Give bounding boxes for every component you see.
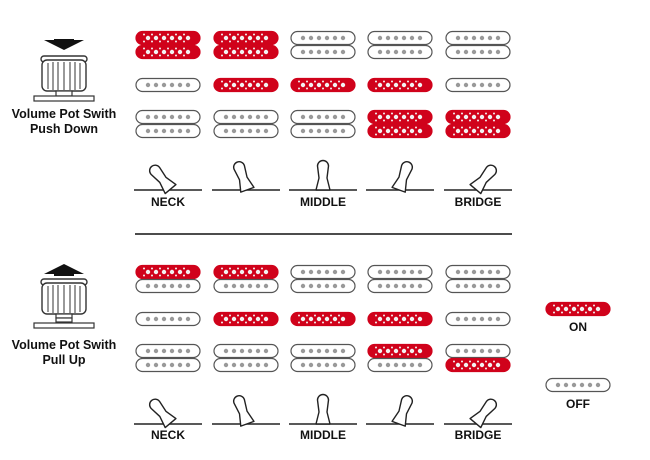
pickup-selector-icon xyxy=(366,161,434,193)
pickup-selector-icon xyxy=(444,398,512,429)
arrow-down-stem xyxy=(54,39,74,43)
bridge-pickup-coil xyxy=(445,123,511,139)
neck-pickup-coil xyxy=(445,264,511,280)
bridge-pickup-coil xyxy=(290,343,356,359)
knob-caption-line2: Pull Up xyxy=(42,353,85,367)
bridge-pickup-coil xyxy=(135,123,201,139)
neck-pickup-coil xyxy=(213,278,279,294)
neck-pickup-coil xyxy=(445,30,511,46)
neck-pickup-coil xyxy=(290,44,356,60)
legend-on-label: ON xyxy=(569,320,587,334)
bridge-pickup-coil xyxy=(445,357,511,373)
bridge-pickup-coil xyxy=(367,123,433,139)
neck-pickup-coil xyxy=(290,264,356,280)
middle-pickup-coil xyxy=(445,311,511,327)
pickup-grid xyxy=(135,264,511,373)
arrow-up-stem xyxy=(54,272,74,276)
neck-pickup-coil xyxy=(135,30,201,46)
pickup-grid xyxy=(135,30,511,139)
middle-pickup-coil xyxy=(290,77,356,93)
middle-pickup-coil xyxy=(445,77,511,93)
switch-position-1 xyxy=(135,264,201,373)
pickup-selector-icon xyxy=(289,393,357,425)
position-label-bridge: BRIDGE xyxy=(455,195,502,209)
middle-pickup-coil xyxy=(135,311,201,327)
pickup-selector-icon xyxy=(134,398,202,429)
legend-off-label: OFF xyxy=(566,397,590,411)
pull-up-panel: NECK MIDDLE BRIDGE xyxy=(134,264,512,442)
switch-position-5 xyxy=(445,30,511,139)
bridge-pickup-coil xyxy=(367,357,433,373)
switch-position-5 xyxy=(445,264,511,373)
neck-pickup-coil xyxy=(367,278,433,294)
switch-position-3 xyxy=(290,30,356,139)
neck-pickup-coil xyxy=(135,278,201,294)
position-label-bridge: BRIDGE xyxy=(455,428,502,442)
bridge-pickup-coil xyxy=(445,343,511,359)
arrow-up-icon xyxy=(44,264,84,274)
volume-knob-icon xyxy=(33,278,95,329)
pickup-selector-icon xyxy=(444,164,512,195)
legend-off-swatch xyxy=(545,377,611,393)
neck-pickup-coil xyxy=(135,264,201,280)
pickup-selector-icon xyxy=(289,159,357,191)
pull-up-knob: Volume Pot Swith Pull Up xyxy=(12,264,117,367)
neck-pickup-coil xyxy=(445,44,511,60)
neck-pickup-coil xyxy=(213,30,279,46)
pickup-selector-icon xyxy=(366,395,434,427)
pickup-selector-icon xyxy=(212,395,280,427)
middle-pickup-coil xyxy=(213,311,279,327)
switch-position-2 xyxy=(213,264,279,373)
bridge-pickup-coil xyxy=(290,357,356,373)
pickup-selector-icon xyxy=(134,164,202,195)
position-label-neck: NECK xyxy=(151,428,185,442)
neck-pickup-coil xyxy=(367,44,433,60)
bridge-pickup-coil xyxy=(367,343,433,359)
switch-row xyxy=(134,393,512,429)
bridge-pickup-coil xyxy=(367,109,433,125)
switch-position-2 xyxy=(213,30,279,139)
neck-pickup-coil xyxy=(290,278,356,294)
bridge-pickup-coil xyxy=(290,123,356,139)
position-label-middle: MIDDLE xyxy=(300,428,346,442)
bridge-pickup-coil xyxy=(213,357,279,373)
middle-pickup-coil xyxy=(290,311,356,327)
switch-position-4 xyxy=(367,30,433,139)
push-down-panel: NECK MIDDLE BRIDGE xyxy=(134,30,512,209)
switch-position-1 xyxy=(135,30,201,139)
bridge-pickup-coil xyxy=(445,109,511,125)
switch-row xyxy=(134,159,512,195)
switch-position-4 xyxy=(367,264,433,373)
legend-on-swatch xyxy=(545,301,611,317)
position-label-middle: MIDDLE xyxy=(300,195,346,209)
bridge-pickup-coil xyxy=(135,357,201,373)
push-down-knob: Volume Pot Swith Push Down xyxy=(12,39,117,136)
neck-pickup-coil xyxy=(213,44,279,60)
middle-pickup-coil xyxy=(213,77,279,93)
neck-pickup-coil xyxy=(367,30,433,46)
bridge-pickup-coil xyxy=(213,123,279,139)
bridge-pickup-coil xyxy=(213,109,279,125)
position-label-neck: NECK xyxy=(151,195,185,209)
legend: ON OFF xyxy=(545,301,611,411)
knob-caption-line2: Push Down xyxy=(30,122,98,136)
switch-position-3 xyxy=(290,264,356,373)
bridge-pickup-coil xyxy=(290,109,356,125)
bridge-pickup-coil xyxy=(135,343,201,359)
pickup-selector-icon xyxy=(212,161,280,193)
volume-knob-icon xyxy=(33,55,95,102)
middle-pickup-coil xyxy=(135,77,201,93)
bridge-pickup-coil xyxy=(213,343,279,359)
neck-pickup-coil xyxy=(367,264,433,280)
knob-caption-line1: Volume Pot Swith xyxy=(12,338,117,352)
middle-pickup-coil xyxy=(367,311,433,327)
knob-caption-line1: Volume Pot Swith xyxy=(12,107,117,121)
neck-pickup-coil xyxy=(213,264,279,280)
neck-pickup-coil xyxy=(445,278,511,294)
neck-pickup-coil xyxy=(135,44,201,60)
bridge-pickup-coil xyxy=(135,109,201,125)
middle-pickup-coil xyxy=(367,77,433,93)
neck-pickup-coil xyxy=(290,30,356,46)
